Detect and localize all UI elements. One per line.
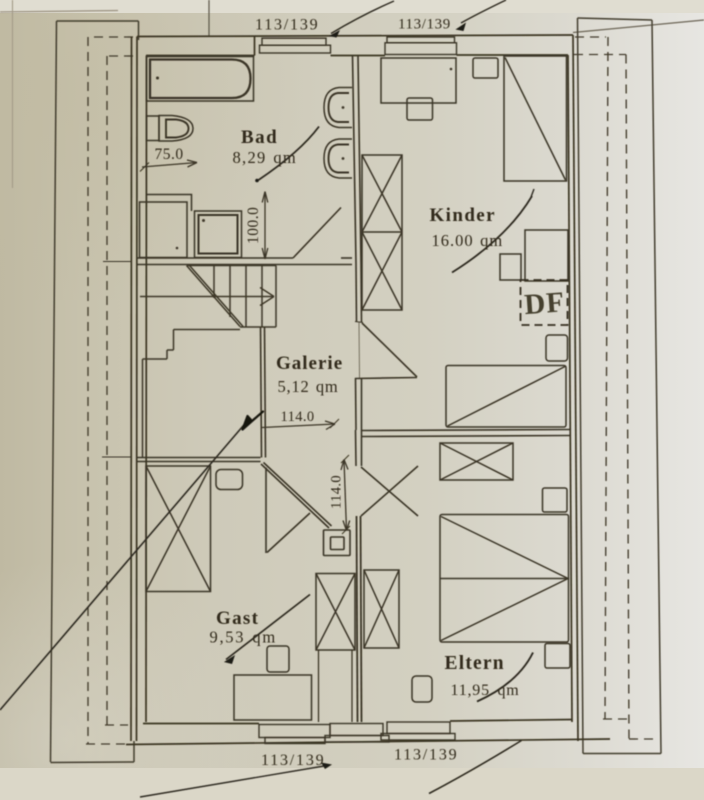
svg-text:9,53 qm: 9,53 qm	[210, 628, 277, 647]
svg-text:75.0: 75.0	[155, 146, 184, 163]
svg-text:8,29 qm: 8,29 qm	[233, 148, 298, 167]
svg-text:114.0: 114.0	[281, 409, 315, 425]
svg-text:5,12 qm: 5,12 qm	[278, 377, 339, 396]
svg-text:114.0: 114.0	[329, 475, 345, 509]
svg-text:qm: qm	[498, 682, 520, 699]
svg-text:Eltern: Eltern	[445, 653, 505, 674]
svg-text:113/139: 113/139	[398, 17, 451, 33]
svg-text:16.00 qm: 16.00 qm	[432, 231, 504, 250]
svg-text:Kinder: Kinder	[430, 205, 496, 226]
svg-text:Gast: Gast	[216, 608, 259, 629]
svg-text:DF: DF	[523, 286, 566, 321]
svg-text:Galerie: Galerie	[276, 353, 343, 374]
svg-text:113/139: 113/139	[255, 17, 319, 34]
svg-text:100.0: 100.0	[245, 207, 262, 244]
svg-text:Bad: Bad	[241, 127, 278, 148]
svg-text:113/139: 113/139	[261, 752, 325, 769]
svg-text:11,95: 11,95	[451, 682, 490, 699]
svg-text:113/139: 113/139	[394, 747, 458, 764]
